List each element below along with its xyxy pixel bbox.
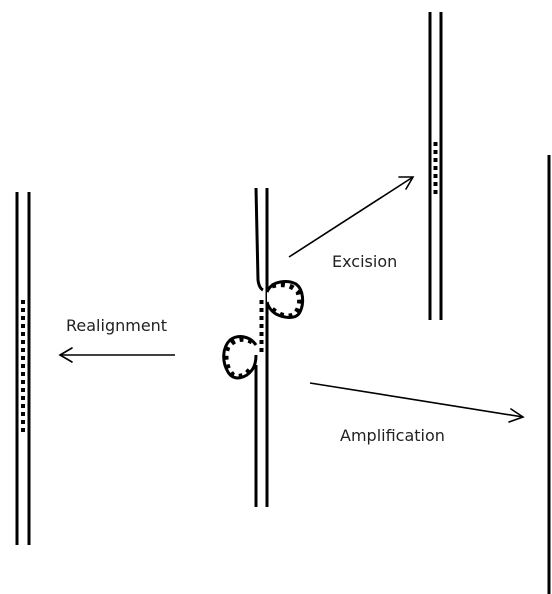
slipped-intermediate [222,187,305,507]
excision-arrow-head [398,176,415,190]
excised-duplex [428,12,443,320]
upper-loop-repeats [270,282,303,319]
amplification-arrow-shaft [309,382,524,418]
excision-label: Excision [332,252,397,271]
realignment-arrow [58,347,175,363]
realignment-arrow-head [58,347,73,363]
excision-arrow-shaft [288,176,414,258]
realignment-label: Realignment [66,316,167,335]
intermediate-strand-left-upper [254,187,264,292]
excision-arrow [288,176,415,258]
amplification-arrow-head [508,408,525,423]
realigned-duplex [15,192,31,545]
amplification-label: Amplification [340,426,445,445]
amplification-arrow [309,382,525,423]
lower-loop-bulge [222,335,258,380]
